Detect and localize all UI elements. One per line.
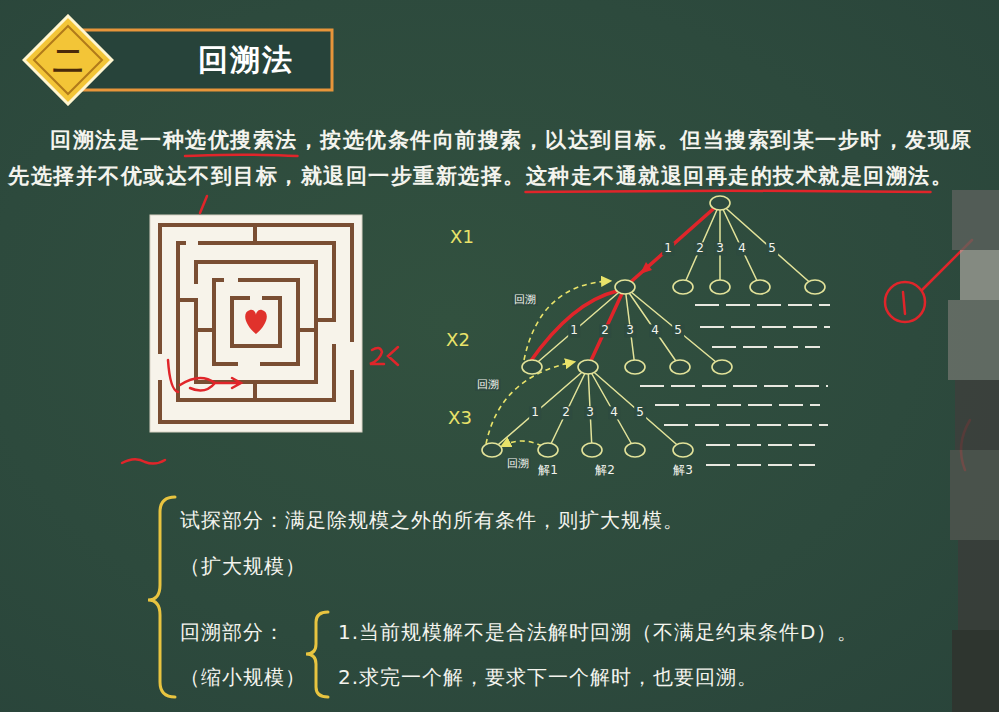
solution-label: 解3	[673, 464, 693, 477]
backtrack-arrow	[486, 281, 610, 446]
brace-text: （缩小规模）	[180, 665, 306, 689]
branch-number: 2	[694, 242, 706, 255]
tree-node	[582, 443, 602, 457]
branch-number: 3	[714, 242, 726, 255]
branch-number: 4	[736, 242, 748, 255]
tree-node	[673, 280, 693, 294]
red-annotation	[122, 459, 165, 463]
tree-node	[710, 280, 730, 294]
maze-picture	[178, 243, 334, 400]
tree-node	[482, 443, 502, 457]
tree-edge	[625, 203, 815, 287]
title-frame	[78, 30, 332, 90]
tree-node	[538, 443, 558, 457]
branch-number: 4	[649, 324, 661, 337]
tree-node	[625, 360, 645, 374]
blurred-figure	[960, 250, 999, 300]
red-annotation	[168, 360, 241, 392]
branch-number: 5	[672, 324, 684, 337]
red-underline	[526, 191, 931, 192]
maze-picture	[150, 215, 362, 432]
tree-node	[670, 360, 690, 374]
maze-picture	[245, 310, 267, 334]
tree-node	[805, 280, 825, 294]
tree-node	[710, 196, 730, 210]
blurred-figure	[952, 630, 999, 712]
backtrack-tag: 回溯	[512, 294, 538, 306]
branch-number: 3	[584, 406, 596, 419]
branch-number: 4	[608, 406, 620, 419]
omitted-branches	[640, 305, 830, 465]
brace-text: （扩大规模）	[180, 554, 306, 578]
tree-node	[578, 360, 598, 374]
blurred-figure	[955, 380, 999, 450]
tree-node	[750, 280, 770, 294]
branch-number: 1	[662, 242, 674, 255]
search-path	[530, 291, 617, 362]
level-label: X1	[450, 227, 474, 247]
backtrack-arrow	[502, 441, 542, 446]
red-annotation	[370, 347, 398, 365]
search-path	[530, 203, 720, 367]
tree-node	[615, 280, 635, 294]
tree-node	[673, 443, 693, 457]
blurred-figure	[958, 540, 999, 630]
maze-picture	[160, 225, 352, 422]
branch-number: 3	[624, 324, 636, 337]
brace-text: 回溯部分：	[180, 620, 285, 644]
maze-picture	[178, 225, 334, 400]
red-underline	[185, 155, 298, 156]
backtrack-tag: 回溯	[475, 379, 501, 391]
branch-number: 1	[529, 406, 541, 419]
tree-node	[522, 360, 542, 374]
blurred-figure	[948, 190, 999, 712]
brace-text: 2.求完一个解，要求下一个解时，也要回溯。	[338, 665, 758, 689]
search-path	[640, 262, 652, 274]
branch-number: 2	[560, 406, 572, 419]
maze-picture	[232, 298, 280, 346]
backtrack-tag: 回溯	[505, 458, 531, 470]
branch-number: 2	[599, 324, 611, 337]
omitted-branches	[695, 305, 830, 347]
branch-number: 5	[766, 242, 778, 255]
branch-number: 1	[568, 324, 580, 337]
maze-picture	[160, 225, 352, 422]
omitted-branches	[640, 386, 828, 465]
search-path	[625, 203, 720, 287]
maze-picture	[196, 262, 316, 382]
level-label: X3	[448, 408, 472, 428]
brace-text: 试探部分：满足除规模之外的所有条件，则扩大规模。	[180, 508, 684, 532]
blurred-figure	[950, 450, 999, 540]
red-annotation	[200, 196, 207, 213]
brace-text: 1.当前规模解不是合法解时回溯（不满足约束条件D）。	[338, 620, 858, 644]
title-frame	[78, 30, 332, 90]
section-diamond: 二	[22, 14, 114, 106]
curly-brace	[306, 612, 328, 697]
tree-edge	[492, 367, 683, 450]
solution-label: 解1	[538, 464, 558, 477]
red-annotation	[122, 196, 972, 470]
maze-picture	[214, 280, 298, 364]
diamond-shape	[24, 16, 112, 104]
solution-label: 解2	[595, 464, 615, 477]
section-number: 二	[53, 44, 83, 77]
curly-brace	[148, 497, 175, 697]
branch-number: 5	[634, 406, 646, 419]
intro-paragraph: 回溯法是一种选优搜索法，按选优条件向前搜索，以达到目标。但当搜索到某一步时，发现…	[8, 122, 991, 194]
tree-node	[625, 443, 645, 457]
maze-picture	[150, 215, 362, 432]
slide-title: 回溯法	[198, 40, 294, 81]
tree-node	[712, 360, 732, 374]
backtrack-arrow	[524, 281, 610, 360]
blurred-figure	[952, 190, 999, 250]
level-label: X2	[446, 330, 470, 350]
diamond-shape	[34, 26, 102, 94]
blurred-figure	[948, 300, 999, 380]
